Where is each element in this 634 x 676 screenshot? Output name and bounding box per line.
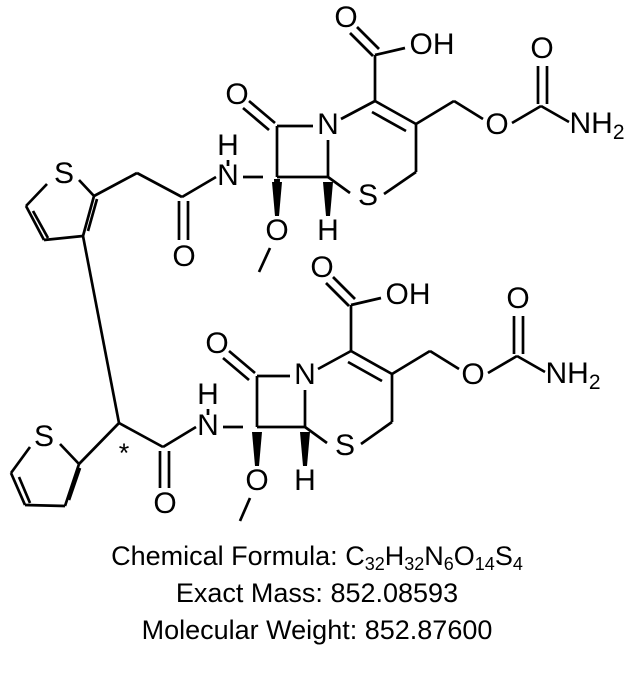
- lower-lactam-co-1: [228, 349, 256, 375]
- lower-thiophene-to-ch-bond: [78, 422, 120, 465]
- lower-amide-cn-bond: [162, 425, 197, 449]
- chemical-formula-value: C32H32N6O14S4: [345, 541, 523, 574]
- upper-lactam-carbonyl-o-label: O: [225, 78, 248, 111]
- chemical-formula-line: Chemical Formula: C32H32N6O14S4: [0, 538, 634, 575]
- upper-carbamate-cn-bond: [540, 104, 570, 124]
- lower-carbamate-cn-bond: [516, 354, 546, 374]
- inter-unit-bridge-bond: [81, 235, 121, 424]
- lower-acid-hydroxyl-label: OH: [386, 278, 431, 311]
- lower-thiazine-c4-c3-2: [347, 360, 383, 383]
- upper-bridgehead-h-wedge: [323, 182, 333, 216]
- lower-lactam-carbonyl-o-label: O: [205, 327, 228, 360]
- upper-amide-n-label: N: [217, 159, 239, 192]
- upper-amide-carbonyl-o-label: O: [172, 240, 195, 273]
- lower-o-carbamate-bond: [487, 354, 518, 375]
- upper-methoxy-methyl-bond: [257, 247, 272, 273]
- upper-thiazine-c2-s1: [383, 170, 417, 196]
- upper-bridgehead-h-label: H: [317, 214, 339, 247]
- stereocenter-asterisk-label: *: [119, 438, 130, 468]
- molecular-weight-label: Molecular Weight:: [141, 615, 358, 645]
- upper-lactam-co-1: [248, 99, 276, 125]
- upper-acid-carbonyl-o-label: O: [334, 1, 357, 34]
- lower-amide-nh-h-label: H: [197, 378, 219, 411]
- caption-block: Chemical Formula: C32H32N6O14S4 Exact Ma…: [0, 538, 634, 649]
- lower-methoxy-methyl-bond: [238, 497, 252, 522]
- upper-methoxy-o-label: O: [265, 214, 288, 247]
- lower-thiazine-s1-c6: [304, 425, 328, 445]
- upper-thiazine-s1-c6: [327, 175, 351, 195]
- upper-carbamate-carbonyl-o-label: O: [530, 32, 553, 65]
- lower-ch-to-amide-bond: [118, 421, 164, 449]
- upper-thiophene-ring: S: [24, 157, 99, 242]
- lower-thiophene-sulfur-label: S: [34, 420, 54, 453]
- lower-amide-n-label: N: [197, 409, 219, 442]
- lower-carbamate-nh2-label: NH2: [545, 357, 600, 394]
- upper-acid-oh-bond: [374, 46, 406, 57]
- lower-bridgehead-h-wedge: [300, 432, 310, 466]
- upper-acid-hydroxyl-label: OH: [410, 28, 455, 61]
- upper-thiazine-c4-c3-1: [374, 99, 417, 126]
- lower-acid-oh-bond: [350, 296, 382, 307]
- exact-mass-line: Exact Mass: 852.08593: [0, 575, 634, 612]
- upper-acid-co-1: [349, 32, 374, 57]
- upper-ester-o-label: O: [485, 108, 508, 141]
- upper-thiazine-sulfur-label: S: [358, 179, 378, 212]
- lower-acid-co-1: [325, 282, 350, 307]
- lower-c3-ch2-bond: [391, 349, 431, 376]
- upper-o-carbamate-bond: [511, 104, 542, 125]
- molecular-weight-value: 852.87600: [364, 615, 493, 645]
- upper-amide-cn-bond: [181, 175, 217, 199]
- upper-ch2-o-bond: [453, 99, 484, 121]
- lower-acid-co-2: [332, 276, 356, 300]
- upper-acid-co-2: [356, 26, 380, 50]
- lower-thiazine-n5-c4: [317, 349, 352, 371]
- upper-thiophene-sulfur-label: S: [54, 157, 74, 190]
- upper-c3-ch2-bond: [415, 99, 455, 126]
- upper-carbamate-nh2-label: NH2: [569, 107, 624, 144]
- lower-thiophene-ring: S: [9, 420, 82, 508]
- exact-mass-value: 852.08593: [330, 578, 459, 608]
- upper-thiazine-c4-c3-2: [371, 110, 407, 133]
- upper-amide-nh-h-label: H: [217, 129, 239, 162]
- lower-methoxy-wedge: [252, 432, 262, 466]
- lower-thiazine-sulfur-label: S: [335, 429, 355, 462]
- molecular-weight-line: Molecular Weight: 852.87600: [0, 612, 634, 649]
- lower-thiazine-c2-s1: [360, 420, 393, 446]
- upper-ch2-bond-a: [93, 171, 138, 198]
- lower-acid-carbonyl-o-label: O: [310, 251, 333, 284]
- lower-ester-o-label: O: [461, 358, 484, 391]
- lower-methoxy-o-label: O: [245, 464, 268, 497]
- lower-cephem-unit: S * O N H N O O H: [9, 251, 601, 522]
- upper-thiazine-n5-c4: [340, 99, 376, 121]
- exact-mass-label: Exact Mass:: [175, 578, 323, 608]
- upper-cephem-unit: S O N H N O O H: [24, 1, 625, 273]
- lower-ch2-o-bond: [429, 349, 460, 371]
- upper-lactam-co-2: [242, 106, 270, 132]
- lower-bridgehead-h-label: H: [294, 464, 316, 497]
- upper-ring-nitrogen-label: N: [317, 108, 339, 141]
- lower-amide-carbonyl-o-label: O: [153, 487, 176, 520]
- chemical-formula-label: Chemical Formula:: [111, 541, 338, 571]
- lower-lactam-co-2: [222, 356, 250, 382]
- lower-carbamate-carbonyl-o-label: O: [506, 282, 529, 315]
- lower-ring-nitrogen-label: N: [294, 358, 316, 391]
- upper-ch2-bond-b: [136, 171, 183, 199]
- upper-methoxy-wedge-tri: [272, 182, 282, 216]
- lower-thiazine-c4-c3-1: [350, 349, 393, 376]
